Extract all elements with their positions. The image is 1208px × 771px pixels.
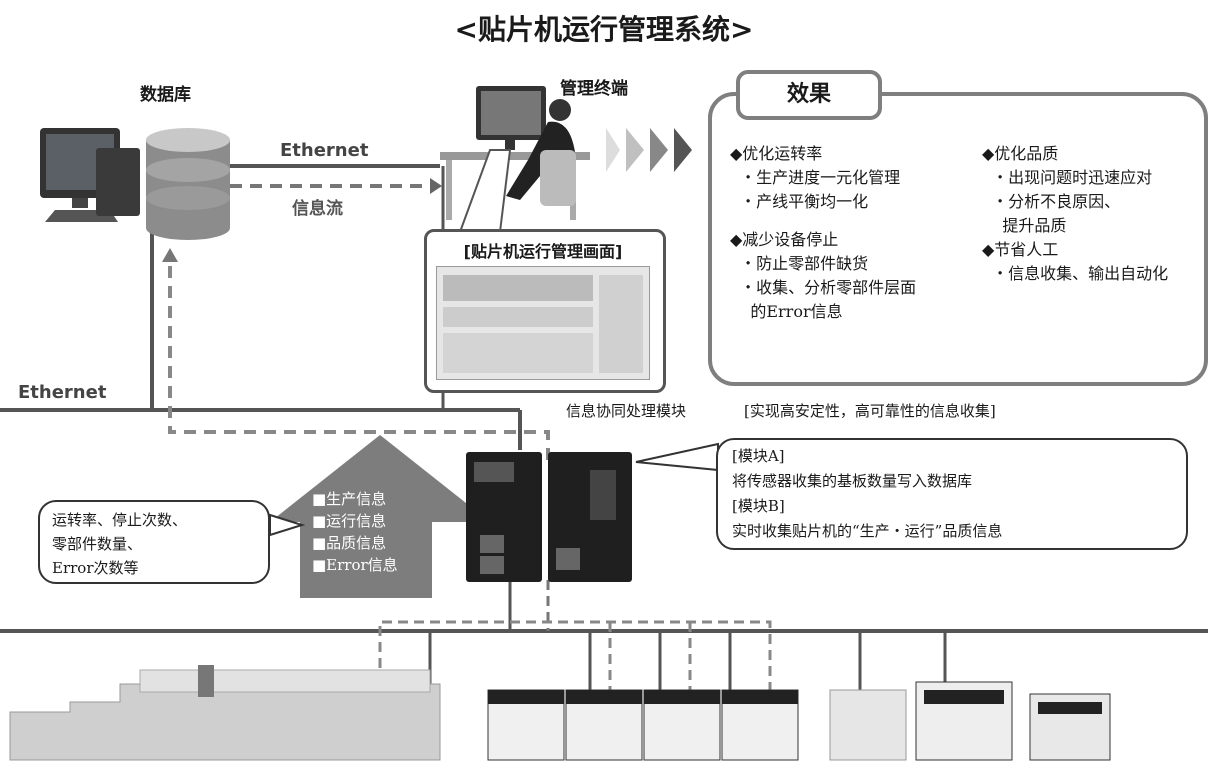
plc-module-a-icon [466,452,542,582]
effect-item: ・收集、分析零部件层面 [730,278,917,297]
screen-machine-strip [443,307,593,327]
effect-item: 提升品质 [982,216,1067,235]
arrow-item: ■品质信息 [312,534,387,552]
effect-item: ・产线平衡均一化 [730,192,869,211]
database-icon [146,128,230,240]
chevron-arrows-icon [606,128,692,172]
ethernet-top-label: Ethernet [280,140,369,161]
info-flow-label: 信息流 [292,199,343,219]
info-flow-arrowhead [430,178,442,194]
module-note: [实现高安定性，高可靠性的信息收集] [744,402,996,420]
screen-chart-area [443,275,593,301]
effect-item: ・防止零部件缺货 [730,254,869,273]
mounter-machines-icon [487,689,799,761]
effect-column-2: ◆优化品质 ・出现问题时迅速应对 ・分析不良原因、 提升品质 ◆节省人工 ・信息… [982,142,1168,286]
terminal-icon [440,86,590,220]
metrics-callout-line: Error次数等 [52,559,139,577]
arrow-item: ■Error信息 [312,556,398,574]
module-callout: [模块A] 将传感器收集的基板数量写入数据库 [模块B] 实时收集贴片机的“生产… [716,438,1188,550]
effect-spacer [730,214,916,228]
screen-table-area [443,333,593,373]
effect-item: ・信息收集、输出自动化 [982,264,1169,283]
module-callout-line: 实时收集贴片机的“生产・运行”品质信息 [732,522,1003,540]
effect-item: 的Error信息 [730,302,843,321]
database-label: 数据库 [140,85,191,105]
arrow-item: ■运行信息 [312,512,387,530]
effect-item: ・出现问题时迅速应对 [982,168,1153,187]
module-callout-line: 将传感器收集的基板数量写入数据库 [732,472,973,490]
metrics-callout: 运转率、停止次数、 零部件数量、 Error次数等 [38,500,270,584]
reflow-oven-icon [9,665,441,761]
plc-module-b-icon [548,452,632,582]
effect-item: ◆优化运转率 [730,144,823,163]
metrics-callout-line: 零部件数量、 [52,535,143,553]
computer-icon [40,128,140,222]
metrics-callout-line: 运转率、停止次数、 [52,511,188,529]
terminal-label: 管理终端 [560,79,628,99]
screen-side-panel [599,275,643,373]
arrow-item-list: ■生产信息 ■运行信息 ■品质信息 ■Error信息 [312,488,398,576]
effect-item: ◆节省人工 [982,240,1059,259]
effect-heading: 效果 [736,70,882,120]
page-title: <贴片机运行管理系统> [454,13,754,46]
effect-item: ◆减少设备停止 [730,230,839,249]
effect-item: ◆优化品质 [982,144,1059,163]
effect-column-1: ◆优化运转率 ・生产进度一元化管理 ・产线平衡均一化 ◆减少设备停止 ・防止零部… [730,142,916,324]
module-callout-line: [模块B] [732,497,785,515]
ethernet-left-label: Ethernet [18,382,107,403]
arrow-item: ■生产信息 [312,490,387,508]
screen-title: [贴片机运行管理画面] [463,242,623,261]
info-up-arrow [270,435,490,598]
screen-thumbnail [436,266,650,380]
effect-item: ・生产进度一元化管理 [730,168,901,187]
inspection-machines-icon [829,681,1111,761]
effect-item: ・分析不良原因、 [982,192,1121,211]
module-label: 信息协同处理模块 [566,402,687,420]
effect-panel [708,92,1208,386]
module-callout-line: [模块A] [732,447,785,465]
